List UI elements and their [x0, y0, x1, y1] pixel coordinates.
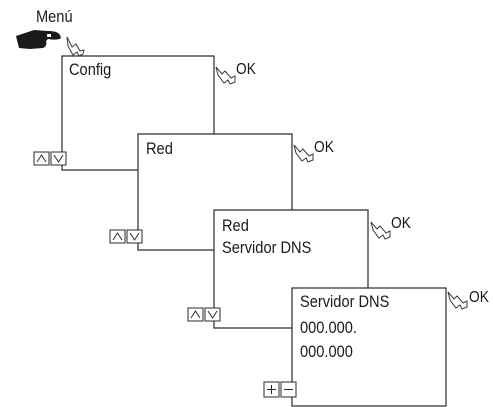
- arrow-up-icon[interactable]: [109, 229, 126, 244]
- screen-frame-config: [61, 55, 215, 171]
- curved-arrow-icon: [370, 221, 391, 240]
- screen-line: 000.000.: [300, 318, 357, 337]
- pointing-hand-icon: [16, 30, 61, 49]
- screen-frame-red-dns: [213, 209, 369, 329]
- curved-arrow-icon: [293, 144, 314, 163]
- screen-frame-red: [137, 133, 293, 251]
- ok-label: OK: [236, 61, 256, 78]
- arrow-down-icon[interactable]: [50, 151, 67, 166]
- arrow-down-icon[interactable]: [204, 307, 221, 322]
- menu-label: Menú: [36, 7, 73, 26]
- ok-label: OK: [314, 139, 334, 156]
- screen-line: Servidor DNS: [300, 292, 390, 311]
- ok-label: OK: [469, 289, 489, 306]
- ok-label: OK: [391, 215, 411, 232]
- plus-icon[interactable]: [263, 381, 280, 398]
- curved-arrow-icon: [66, 36, 85, 57]
- curved-arrow-icon: [447, 291, 468, 310]
- screen-frame-dns-value: [291, 287, 447, 407]
- screen-line: Servidor DNS: [222, 238, 312, 257]
- screen-line: Red: [146, 139, 173, 158]
- screen-line: 000.000: [300, 342, 353, 361]
- arrow-up-icon[interactable]: [187, 307, 204, 322]
- curved-arrow-icon: [215, 66, 236, 85]
- arrow-down-icon[interactable]: [126, 229, 143, 244]
- screen-line: Config: [69, 60, 112, 79]
- arrow-up-icon[interactable]: [33, 151, 50, 166]
- screen-line: Red: [222, 216, 249, 235]
- minus-icon[interactable]: [280, 381, 297, 398]
